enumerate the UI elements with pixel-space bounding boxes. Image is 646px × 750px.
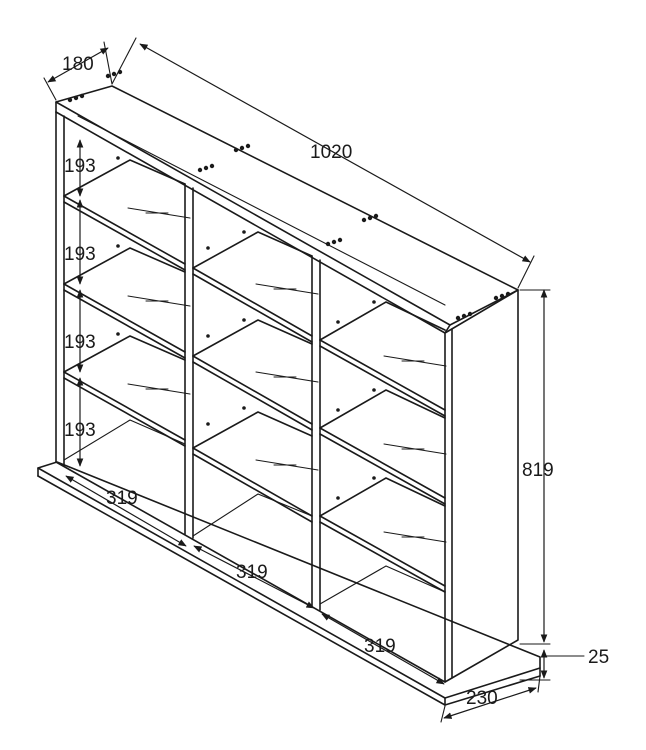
column-3-label: 319: [364, 636, 396, 657]
cabinet-body: [55, 85, 519, 683]
dowel-holes: [67, 69, 511, 500]
dimension-lines: [43, 37, 585, 723]
column-2-label: 319: [236, 562, 268, 583]
shelf-gap-2-label: 193: [64, 244, 96, 265]
shelf-gap-1-label: 193: [64, 156, 96, 177]
width-label: 1020: [310, 142, 352, 163]
height-label: 819: [522, 460, 554, 481]
shelf-gap-4-label: 193: [64, 420, 96, 441]
depth-top-label: 180: [62, 54, 94, 75]
glass-reflections: [127, 207, 447, 543]
shelf-gap-3-label: 193: [64, 332, 96, 353]
shelves: [63, 159, 446, 605]
plinth-depth-label: 230: [466, 688, 498, 709]
dimension-labels: 180 1020 819 25 230 193 193 193 193 319 …: [62, 54, 609, 709]
column-1-label: 319: [106, 488, 138, 509]
plinth-height-label: 25: [588, 647, 609, 668]
